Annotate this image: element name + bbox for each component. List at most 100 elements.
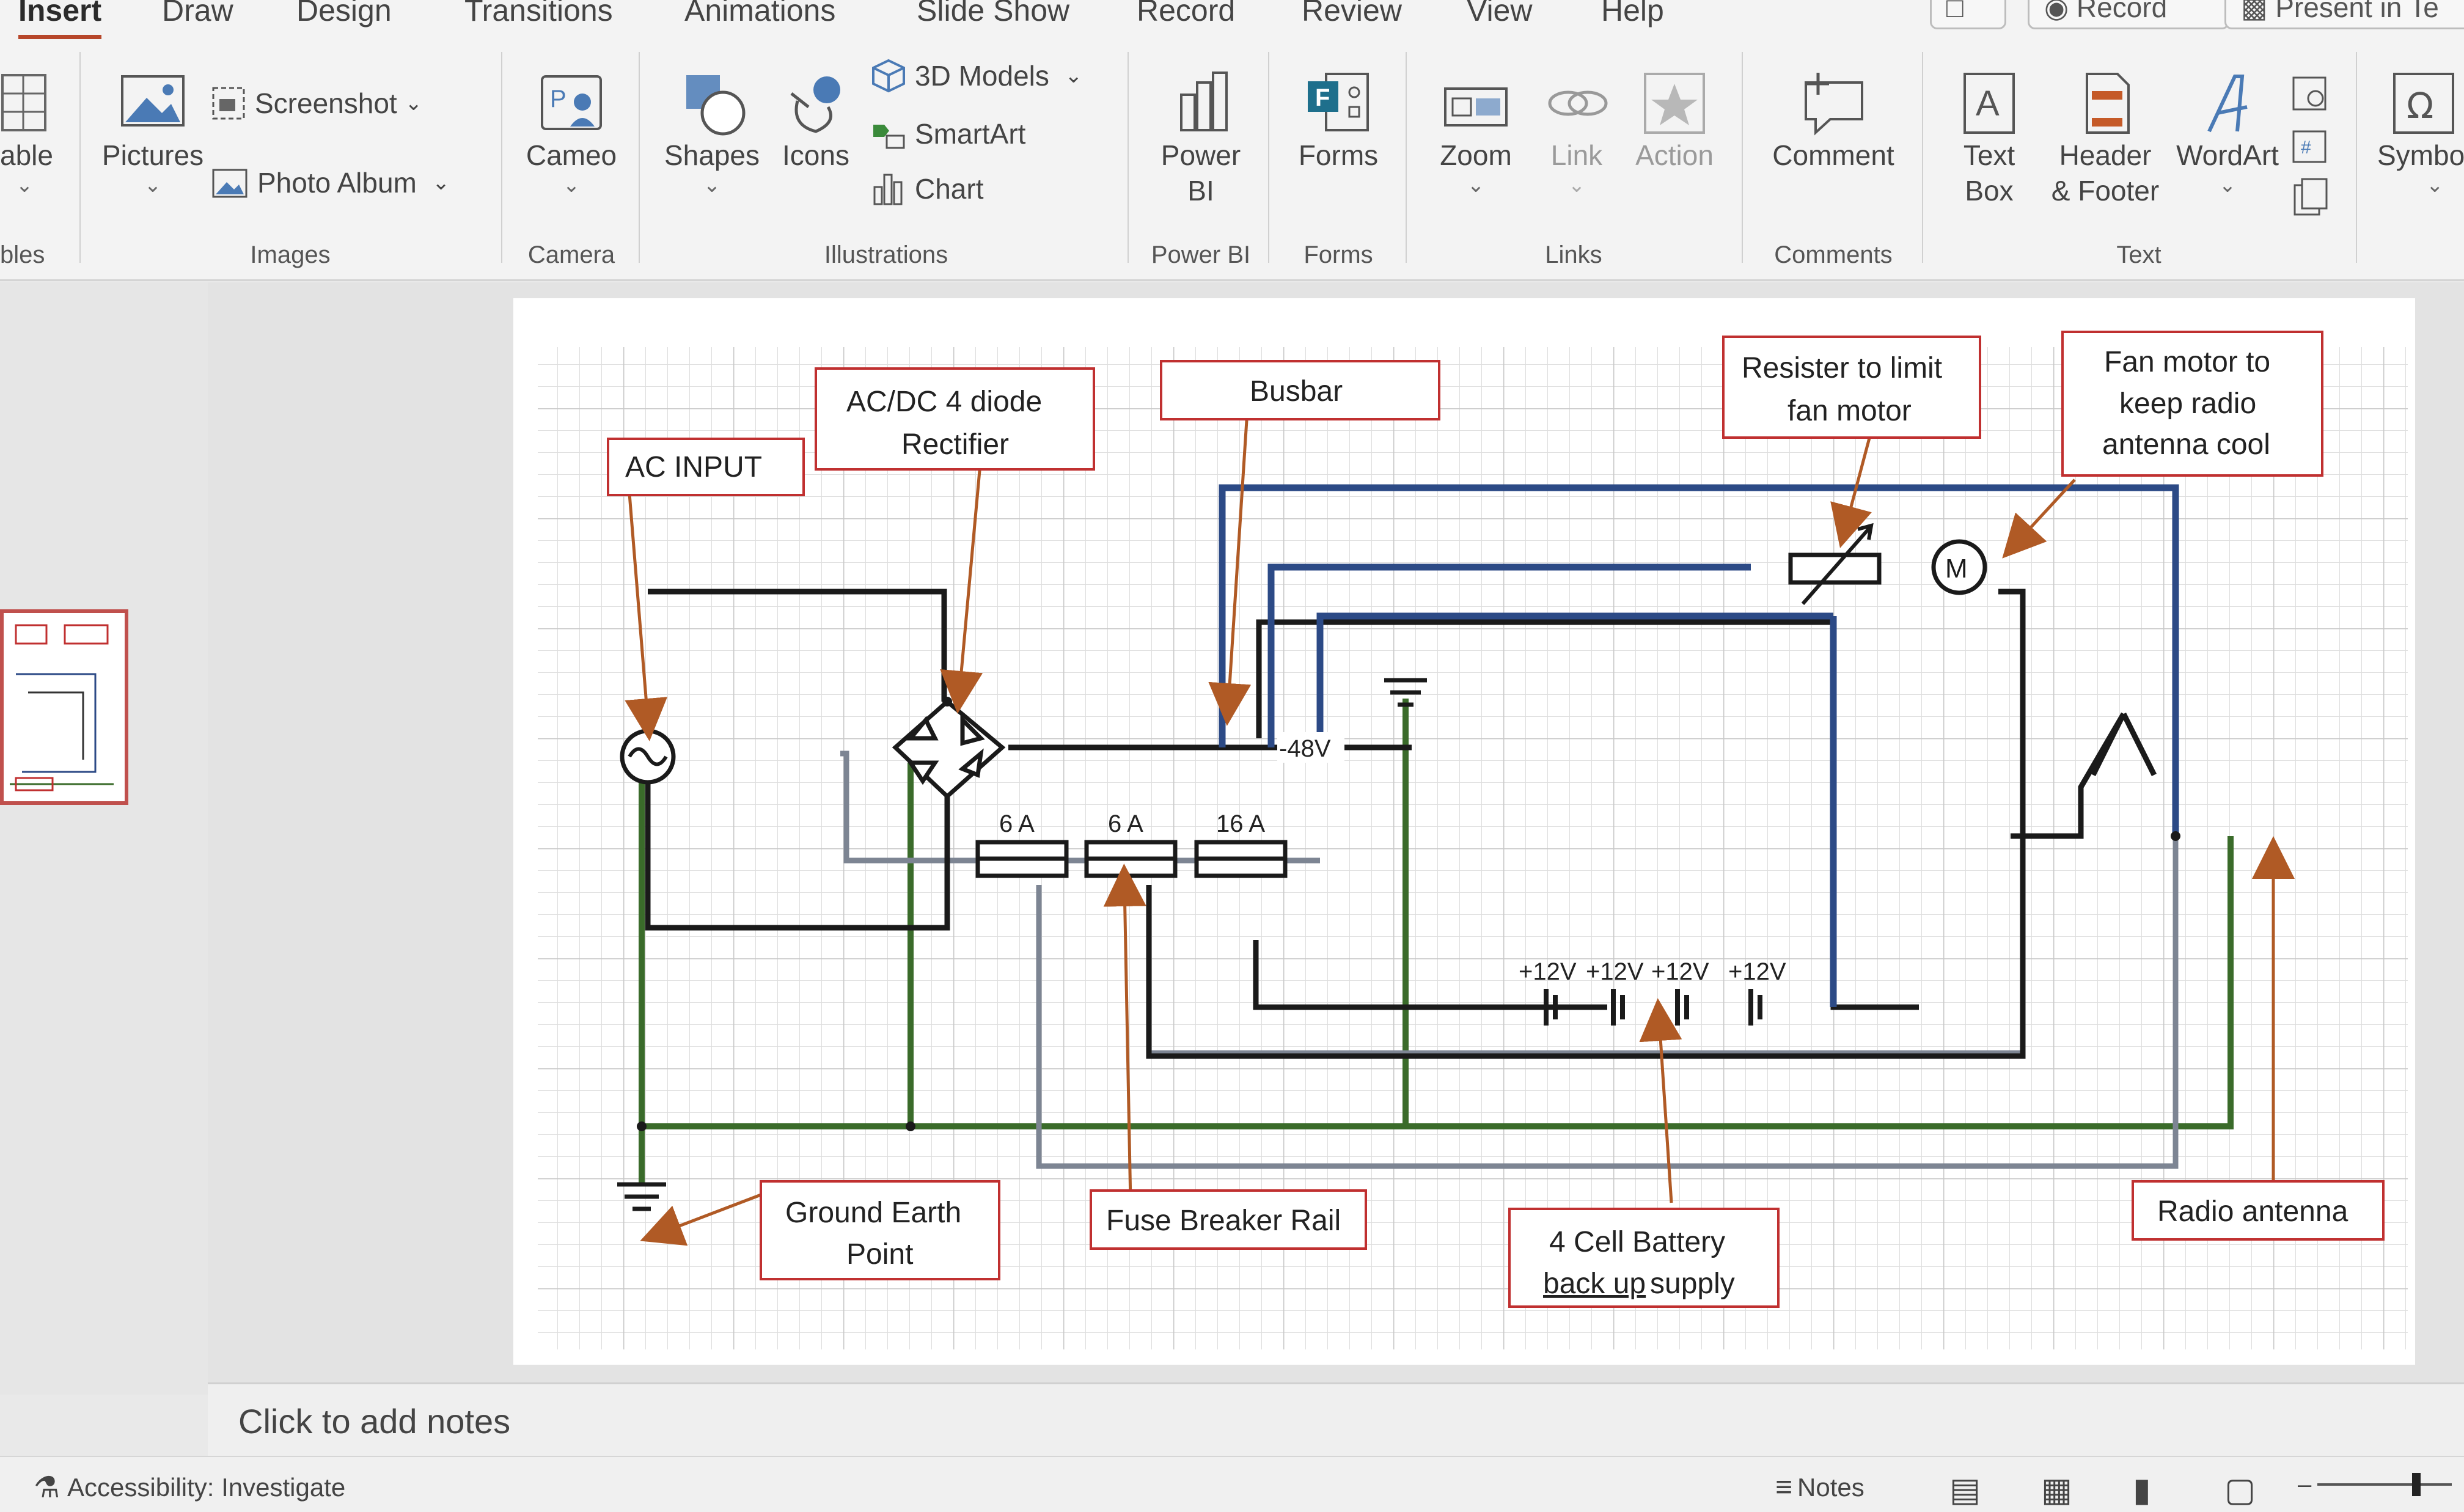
svg-text:#: # [2301, 138, 2311, 158]
tab-review[interactable]: Review [1302, 0, 1402, 28]
callout-battery[interactable]: 4 Cell Battery back up supply [1508, 1208, 1780, 1308]
tab-draw[interactable]: Draw [162, 0, 233, 28]
group-label-illustrations: Illustrations [824, 241, 948, 268]
group-label-links: Links [1545, 241, 1602, 268]
shapes-button[interactable]: Shapes ⌄ [660, 70, 764, 197]
callout-ground-earth[interactable]: Ground Earth Point [760, 1180, 1000, 1280]
fuse-3-rating: 16 A [1216, 810, 1265, 837]
callout-ac-input-text: AC INPUT [625, 451, 762, 483]
callout-fuse-rail[interactable]: Fuse Breaker Rail [1090, 1189, 1367, 1250]
callout-radio-antenna[interactable]: Radio antenna [2132, 1180, 2385, 1241]
text-box-button[interactable]: A Text Box [1937, 70, 2041, 208]
group-separator [79, 52, 81, 263]
text-box-label-line1: Text [1963, 139, 2015, 171]
battery-cells [1544, 989, 1762, 1026]
header-footer-button[interactable]: Header & Footer [2041, 70, 2169, 208]
tab-design[interactable]: Design [296, 0, 392, 28]
callout-ac-input[interactable]: AC INPUT [607, 438, 805, 496]
junction-dot [637, 1121, 647, 1131]
group-label-images: Images [250, 241, 331, 268]
forms-label: Forms [1298, 139, 1379, 171]
tab-animations[interactable]: Animations [684, 0, 836, 28]
callout-busbar[interactable]: Busbar [1160, 360, 1440, 420]
bridge-rectifier-symbol [892, 699, 1006, 799]
forms-icon: F [1308, 73, 1369, 131]
comments-pane-button[interactable]: □ [1930, 0, 2006, 29]
wordart-button[interactable]: WordArt ⌄ [2169, 70, 2286, 197]
symbols-button[interactable]: Ω Symbo ⌄ [2371, 70, 2464, 197]
slide-thumbnail[interactable] [0, 609, 128, 805]
notes-toggle-button[interactable]: ≡ Notes [1775, 1470, 1865, 1504]
chevron-down-icon: ⌄ [562, 174, 581, 197]
slide-thumbnail-pane [0, 282, 208, 1395]
pictures-icon [121, 75, 185, 127]
object-icon [2294, 178, 2328, 216]
comment-icon: □ [1946, 0, 1964, 23]
zoom-slider[interactable]: – [2298, 1469, 2452, 1500]
icons-icon [790, 76, 840, 133]
slide-sorter-icon[interactable]: ▦ [2041, 1472, 2073, 1508]
action-button[interactable]: Action [1626, 70, 1723, 173]
fuse-breaker-rail-symbols [975, 840, 1288, 878]
slide[interactable]: 6 A 6 A 16 A -48V +12V +12V +12V +12V [513, 298, 2415, 1365]
normal-view-icon[interactable]: ▤ [1949, 1472, 1981, 1508]
cameo-button[interactable]: P Cameo ⌄ [519, 70, 623, 197]
svg-text:F: F [1315, 84, 1330, 111]
forms-button[interactable]: F Forms [1283, 70, 1393, 173]
callout-resister[interactable]: Resister to limit fan motor [1722, 336, 1981, 439]
tab-insert[interactable]: Insert [18, 0, 102, 39]
shapes-label: Shapes [664, 139, 760, 171]
tab-view[interactable]: View [1467, 0, 1533, 28]
power-bi-label-line2: BI [1187, 175, 1214, 207]
3d-models-button[interactable]: 3D Models ⌄ [871, 58, 1082, 94]
object-button[interactable] [2286, 174, 2334, 223]
cameo-icon: P [541, 75, 602, 130]
pictures-button[interactable]: Pictures ⌄ [101, 70, 205, 197]
callout-fan-motor[interactable]: Fan motor to keep radio antenna cool [2061, 331, 2323, 477]
accessibility-button[interactable]: ⚗ Accessibility: Investigate [34, 1470, 345, 1505]
text-box-icon: A [1964, 73, 2015, 134]
cube-icon [872, 59, 905, 93]
notes-placeholder: Click to add notes [238, 1402, 511, 1440]
icons-button[interactable]: Icons [773, 70, 859, 173]
motor-letter: M [1945, 554, 1968, 584]
present-in-teams-button[interactable]: ▩ Present in Te [2224, 0, 2464, 29]
comment-button[interactable]: Comment [1760, 70, 1907, 173]
chart-button[interactable]: Chart [871, 171, 983, 207]
slide-number-button[interactable]: # [2286, 125, 2334, 168]
power-bi-button[interactable]: Power BI [1146, 70, 1256, 208]
group-separator [1406, 52, 1407, 263]
callout-resister-line1: Resister to limit [1742, 352, 1942, 384]
smartart-label: SmartArt [915, 118, 1026, 150]
reading-view-icon[interactable]: ▮ [2133, 1472, 2151, 1508]
date-time-button[interactable] [2286, 70, 2334, 119]
table-button[interactable]: able ⌄ [0, 70, 53, 197]
slide-show-icon[interactable]: ▢ [2224, 1472, 2256, 1508]
accessibility-icon: ⚗ [34, 1472, 61, 1504]
record-button[interactable]: ◉ Record [2028, 0, 2229, 29]
tab-help[interactable]: Help [1601, 0, 1664, 28]
group-separator [639, 52, 640, 263]
link-button[interactable]: Link ⌄ [1528, 70, 1626, 197]
zoom-button[interactable]: Zoom ⌄ [1424, 70, 1528, 197]
screenshot-button[interactable]: Screenshot ⌄ [211, 86, 422, 121]
tab-slide-show[interactable]: Slide Show [917, 0, 1070, 28]
cell-2-voltage: +12V [1586, 958, 1644, 985]
junction-dot [906, 1121, 915, 1131]
tab-record[interactable]: Record [1137, 0, 1236, 28]
callout-rectifier[interactable]: AC/DC 4 diode Rectifier [815, 367, 1095, 471]
group-separator [2356, 52, 2357, 263]
chart-icon [873, 174, 903, 205]
smartart-button[interactable]: SmartArt [871, 116, 1025, 152]
callout-rectifier-line2: Rectifier [901, 428, 1009, 461]
screenshot-icon [212, 87, 245, 120]
cameo-label: Cameo [526, 139, 617, 171]
tab-transitions[interactable]: Transitions [464, 0, 613, 28]
chevron-down-icon: ⌄ [1467, 174, 1485, 197]
notes-pane[interactable]: Click to add notes [208, 1382, 2464, 1456]
photo-album-button[interactable]: Photo Album ⌄ [211, 165, 450, 200]
chevron-down-icon: ⌄ [405, 92, 422, 115]
action-label: Action [1635, 139, 1714, 171]
table-icon [1, 74, 46, 131]
